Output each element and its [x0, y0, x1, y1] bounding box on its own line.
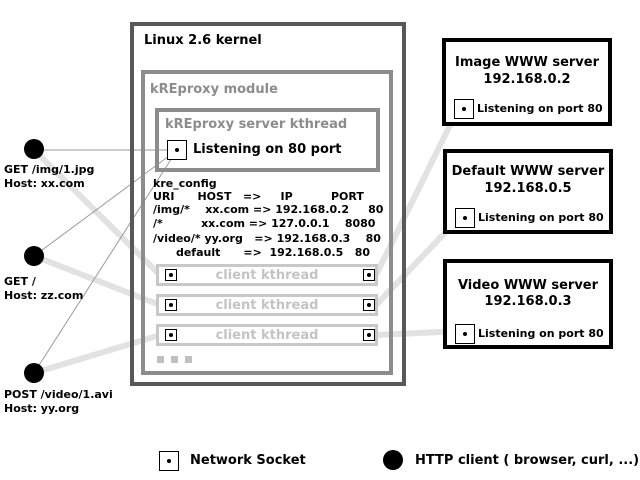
client-kthread-label: client kthread: [215, 268, 319, 283]
server-kthread-box: [155, 108, 380, 172]
client-kthread: client kthread: [156, 294, 378, 316]
http-client-icon: [24, 246, 44, 266]
http-client-icon: [24, 363, 44, 383]
config-row: /* xx.com => 127.0.0.1 8080: [153, 217, 376, 230]
client-kthread: client kthread: [156, 264, 378, 286]
path-client2-to-thread2: [31, 253, 163, 308]
config-row: /img/* xx.com => 192.168.0.2 80: [153, 203, 384, 216]
more-threads-dot: [171, 356, 178, 363]
video-server-box: Video WWW server 192.168.0.3 Listening o…: [443, 259, 613, 349]
socket-icon: [455, 208, 475, 228]
module-title: kREproxy module: [150, 82, 278, 97]
legend-socket-icon: [159, 451, 179, 471]
server-title: Default WWW server: [451, 164, 605, 179]
image-server-box: Image WWW server 192.168.0.2 Listening o…: [442, 38, 612, 126]
request-line: POST /video/1.avi: [4, 388, 113, 401]
client-kthread-label: client kthread: [215, 298, 319, 313]
request-host: Host: zz.com: [4, 289, 84, 302]
server-listening-label: Listening on port 80: [477, 102, 603, 115]
kernel-box: [130, 22, 406, 386]
more-threads-dot: [185, 356, 192, 363]
config-row: default => 192.168.0.5 80: [153, 246, 371, 259]
path-client1-to-thread1: [31, 147, 163, 278]
config-header: URI HOST => IP PORT: [153, 190, 364, 203]
socket-icon: [454, 99, 474, 119]
client-kthread-label: client kthread: [215, 328, 319, 343]
server-ip: 192.168.0.5: [484, 181, 572, 196]
server-kthread-title: kREproxy server kthread: [165, 117, 348, 132]
socket-icon: [165, 269, 177, 281]
socket-icon: [165, 329, 177, 341]
request-line: GET /: [4, 275, 36, 288]
socket-icon: [363, 329, 375, 341]
request-line: GET /img/1.jpg: [4, 163, 95, 176]
request-host: Host: yy.org: [4, 402, 80, 415]
request-host: Host: xx.com: [4, 177, 85, 190]
server-ip: 192.168.0.2: [483, 72, 571, 87]
server-listening-label: Listening on port 80: [478, 327, 604, 340]
legend-socket-label: Network Socket: [190, 453, 306, 468]
path-client3-to-thread3: [31, 332, 163, 376]
link-client3-to-listener: [33, 149, 178, 374]
socket-icon: [363, 269, 375, 281]
module-box: [141, 70, 393, 375]
listening-socket-icon: [167, 140, 187, 160]
http-client-icon: [24, 139, 44, 159]
legend-http-client-label: HTTP client ( browser, curl, ...): [415, 453, 640, 468]
server-title: Video WWW server: [457, 278, 599, 293]
socket-icon: [165, 299, 177, 311]
more-threads-dot: [157, 356, 164, 363]
config-row: /video/* yy.org => 192.168.0.3 80: [153, 232, 381, 245]
client-kthread: client kthread: [156, 324, 378, 346]
listening-socket-label: Listening on 80 port: [193, 142, 342, 157]
server-title: Image WWW server: [454, 55, 599, 70]
socket-icon: [363, 299, 375, 311]
config-title: kre_config: [153, 177, 217, 190]
kernel-title: Linux 2.6 kernel: [144, 33, 262, 48]
server-listening-label: Listening on port 80: [478, 211, 604, 224]
link-client2-to-listener: [33, 149, 178, 257]
socket-icon: [455, 324, 475, 344]
legend-http-client-icon: [383, 450, 403, 470]
default-server-box: Default WWW server 192.168.0.5 Listening…: [443, 149, 613, 234]
server-ip: 192.168.0.3: [484, 294, 572, 309]
